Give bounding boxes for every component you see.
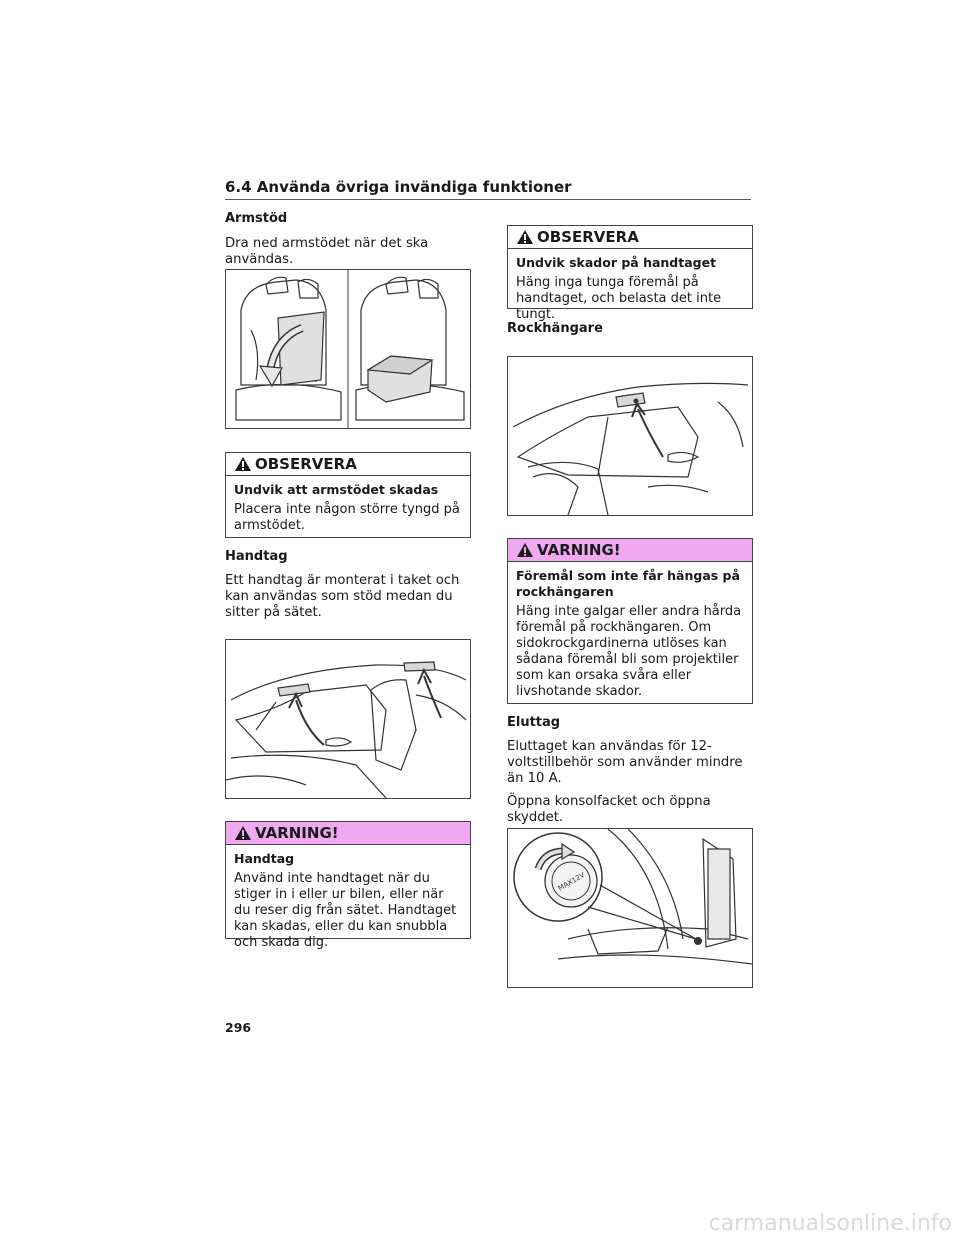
header-rule [225, 199, 751, 200]
outlet-illustration: MAX12V [507, 828, 753, 988]
notice-title: OBSERVERA [255, 455, 357, 473]
warning-triangle-icon [517, 230, 533, 244]
armrest-text: Dra ned armstödet när det ska användas. [225, 236, 429, 267]
outlet-text-1: Eluttaget kan användas för 12-voltstillb… [507, 739, 743, 786]
notice-title: OBSERVERA [537, 228, 639, 246]
warning-header: VARNING! [508, 539, 752, 562]
handle-heading: Handtag [225, 549, 288, 564]
page-number: 296 [225, 1020, 252, 1035]
coat-hook-illustration [507, 356, 753, 516]
handle-text: Ett handtag är monterat i taket och kan … [225, 573, 460, 620]
warning-subtitle: Handtag [234, 851, 295, 866]
armrest-illustration [225, 269, 471, 429]
notice-box-handle: OBSERVERA Undvik skador på handtaget Hän… [507, 225, 753, 322]
notice-subtitle: Undvik skador på handtaget [516, 255, 717, 270]
warning-text: Använd inte handtaget när du stiger in i… [234, 871, 457, 950]
notice-subtitle: Undvik att armstödet skadas [234, 482, 439, 497]
armrest-heading: Armstöd [225, 211, 288, 226]
warning-title: VARNING! [537, 541, 621, 559]
notice-text: Placera inte någon större tyngd på armst… [234, 502, 460, 533]
section-title: 6.4 Använda övriga invändiga funktioner [225, 178, 572, 196]
outlet-heading: Eluttag [507, 715, 561, 730]
warning-triangle-icon [235, 457, 251, 471]
handle-illustration [225, 639, 471, 799]
notice-text: Häng inga tunga föremål på handtaget, oc… [516, 275, 722, 322]
warning-text: Häng inte galgar eller andra hårda förem… [516, 604, 742, 699]
outlet-text-2: Öppna konsolfacket och öppna skyddet. [507, 794, 711, 825]
notice-box-armrest: OBSERVERA Undvik att armstödet skadas Pl… [225, 452, 471, 538]
coat-hook-heading: Rockhängare [507, 321, 603, 336]
notice-header: OBSERVERA [508, 226, 752, 249]
warning-triangle-icon [235, 826, 251, 840]
notice-header: OBSERVERA [226, 453, 470, 476]
warning-header: VARNING! [226, 822, 470, 845]
warning-title: VARNING! [255, 824, 339, 842]
warning-box-coat-hook: VARNING! Föremål som inte får hängas på … [507, 538, 753, 704]
warning-triangle-icon [517, 543, 533, 557]
watermark: carmanualsonline.info [708, 1211, 952, 1236]
warning-subtitle: Föremål som inte får hängas på rockhänga… [516, 568, 740, 599]
warning-box-handle: VARNING! Handtag Använd inte handtaget n… [225, 821, 471, 950]
